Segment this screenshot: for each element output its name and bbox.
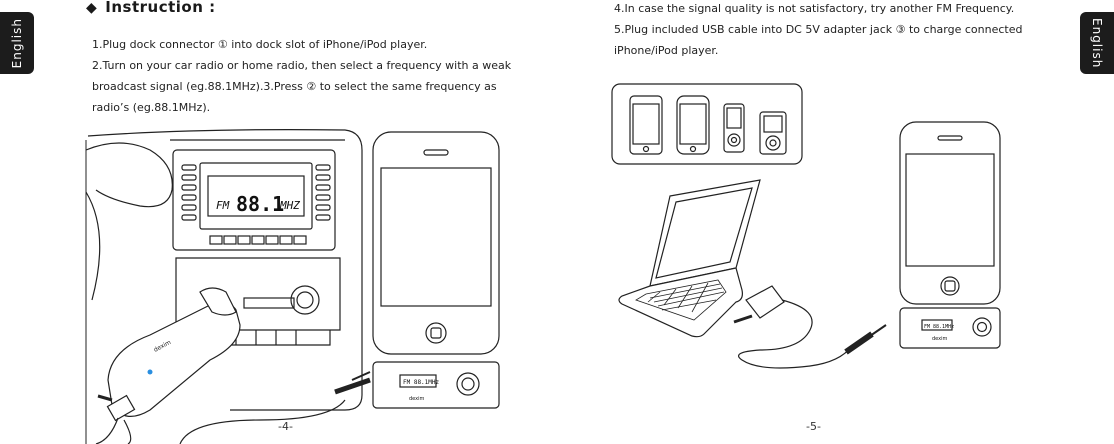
dock-display-label: FM 88.1MHz bbox=[403, 379, 440, 386]
radio-band-label: FM bbox=[216, 199, 230, 212]
instruction-line: 5.Plug included USB cable into DC 5V ada… bbox=[614, 23, 1023, 36]
instruction-line: iPhone/iPod player. bbox=[614, 44, 719, 57]
iphone-right-illustration bbox=[899, 121, 1001, 349]
instruction-line: radio’s (eg.88.1MHz). bbox=[92, 101, 211, 114]
language-tab-left: English bbox=[0, 12, 34, 74]
dock-display-label: FM 88.1MHz bbox=[924, 324, 954, 330]
heading-colon: : bbox=[203, 0, 216, 16]
iphone-left-illustration bbox=[334, 131, 500, 409]
dock-display-left: FM 88.1MHz dexim bbox=[403, 379, 440, 402]
language-tab-right-label: English bbox=[1090, 17, 1104, 69]
section-heading: ◆ Instruction : bbox=[86, 0, 216, 16]
page-number-right: -5- bbox=[806, 420, 821, 433]
instruction-line: broadcast signal (eg.88.1MHz).3.Press ② … bbox=[92, 80, 497, 93]
instruction-text-right: 4.In case the signal quality is not sati… bbox=[614, 0, 1044, 61]
instruction-line: 2.Turn on your car radio or home radio, … bbox=[92, 59, 512, 72]
led-indicator-icon bbox=[147, 369, 153, 375]
arrow-icon bbox=[733, 314, 753, 324]
page-number-left: -4- bbox=[278, 420, 293, 433]
radio-frequency-label: 88.1 bbox=[236, 192, 284, 216]
dock-display-right: FM 88.1MHz dexim bbox=[924, 324, 954, 342]
laptop-illustration bbox=[618, 179, 887, 369]
heading-text: Instruction bbox=[105, 0, 204, 16]
arrow-icon bbox=[97, 394, 113, 402]
car-dashboard-illustration bbox=[85, 129, 363, 444]
compatible-devices-box bbox=[611, 83, 803, 165]
instruction-line: 1.Plug dock connector ① into dock slot o… bbox=[92, 38, 428, 51]
instruction-text-left: 1.Plug dock connector ① into dock slot o… bbox=[92, 34, 512, 118]
radio-display: FM 88.1 MHZ bbox=[216, 192, 300, 216]
instruction-line: 4.In case the signal quality is not sati… bbox=[614, 2, 1015, 15]
radio-side-buttons bbox=[181, 164, 331, 221]
diamond-bullet-icon: ◆ bbox=[86, 0, 98, 16]
language-tab-right: English bbox=[1080, 12, 1114, 74]
radio-unit-label: MHZ bbox=[279, 199, 300, 212]
car-charger-illustration: dexim bbox=[95, 287, 346, 444]
keyboard bbox=[635, 279, 727, 321]
dock-brand-label: dexim bbox=[932, 336, 948, 342]
radio-preset-buttons bbox=[209, 235, 307, 245]
dock-brand-label: dexim bbox=[409, 396, 425, 402]
